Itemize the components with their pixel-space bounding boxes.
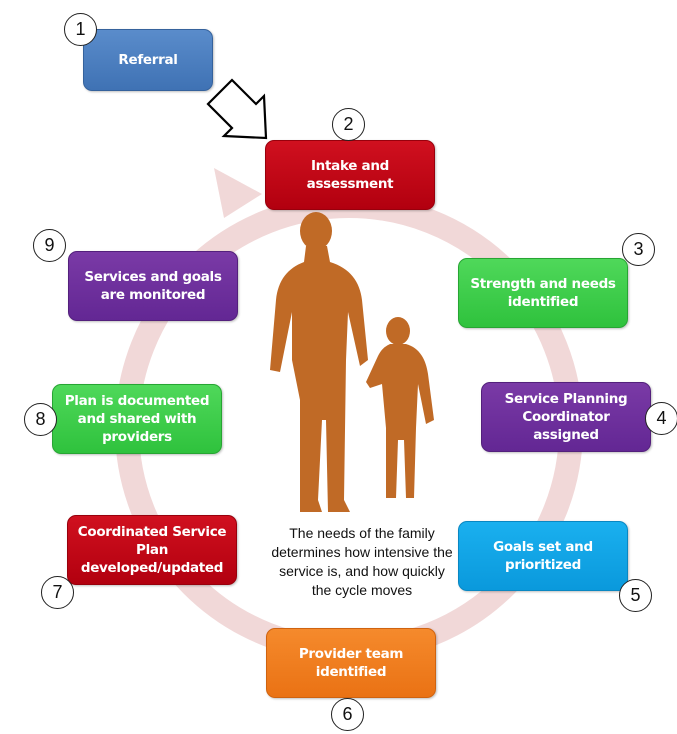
step-9-number: 9 <box>33 229 66 262</box>
step-4-number: 4 <box>645 402 677 435</box>
step-3-strengths-box: Strength and needs identified <box>458 258 628 328</box>
cycle-caption: The needs of the family determines how i… <box>271 525 453 598</box>
step-6-number: 6 <box>331 698 364 731</box>
step-5-number: 5 <box>619 579 652 612</box>
child-silhouette-icon <box>366 317 434 498</box>
cycle-arrowhead-icon <box>214 168 262 218</box>
hollow-arrow-icon <box>206 78 268 140</box>
step-2-intake-box: Intake and assessment <box>265 140 435 210</box>
step-2-number: 2 <box>332 108 365 141</box>
step-5-goals-box: Goals set and prioritized <box>458 521 628 591</box>
step-9-monitored-box: Services and goals are monitored <box>68 251 238 321</box>
step-6-provider-team-box: Provider team identified <box>266 628 436 698</box>
step-7-service-plan-box: Coordinated Service Plan developed/updat… <box>67 515 237 585</box>
step-4-coordinator-box: Service Planning Coordinator assigned <box>481 382 651 452</box>
adult-silhouette-icon <box>270 212 368 512</box>
step-1-number: 1 <box>64 13 97 46</box>
step-1-referral-box: Referral <box>83 29 213 91</box>
step-8-plan-documented-box: Plan is documented and shared with provi… <box>52 384 222 454</box>
step-3-number: 3 <box>622 233 655 266</box>
step-8-number: 8 <box>24 403 57 436</box>
step-7-number: 7 <box>41 576 74 609</box>
